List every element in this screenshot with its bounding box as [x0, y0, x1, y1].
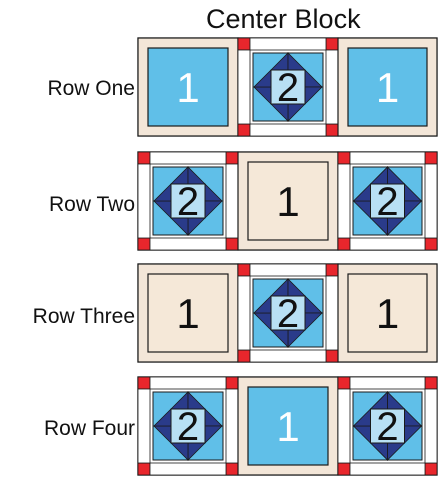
row-1-block-2-sash-left [237, 49, 251, 125]
row-4-block-3-sash-top [349, 376, 426, 390]
row-4-block-1-cornerstone-4 [225, 462, 239, 476]
row-1-block-2-star-center [270, 69, 306, 105]
row-2-block-1-sash-bottom [149, 237, 227, 251]
row-4-block-3-sash-bottom [349, 462, 426, 476]
row-4-block-1-star-center [170, 408, 206, 444]
row-3-block-2-cornerstone-1 [237, 263, 251, 277]
row-2-block-1-sash-left [137, 163, 151, 239]
row-label-4: Row Four [43, 417, 135, 440]
row-2-block-1-sash-top [149, 151, 227, 165]
row-2-block-1-cornerstone-3 [137, 237, 151, 251]
row-3-block-2-cornerstone-3 [237, 349, 251, 363]
row-3-block-2-sash-top [249, 263, 327, 277]
row-1-block-1-number: 1 [176, 64, 199, 111]
row-4-block-3-cornerstone-3 [337, 462, 351, 476]
row-4-block-1-sash-bottom [149, 462, 227, 476]
row-4-block-1-sash-top [149, 376, 227, 390]
row-1-block-2-sash-right [325, 49, 339, 125]
row-2-block-2-center [247, 161, 329, 241]
row-4-block-3-sash-right [424, 388, 438, 464]
row-1-block-2-cornerstone-3 [237, 123, 251, 137]
row-3-block-2-sash-left [237, 275, 251, 351]
row-1-block-3-center [347, 47, 428, 127]
row-2-block-1-star-center [170, 183, 206, 219]
row-2-block-1-number: 2 [177, 180, 199, 224]
row-3-block-2-cornerstone-2 [325, 263, 339, 277]
row-4-block-1-cornerstone-1 [137, 376, 151, 390]
row-4-block-3-cornerstone-4 [424, 462, 438, 476]
row-3-block-1-center [147, 273, 229, 353]
diagram-title: Center Block [206, 4, 361, 34]
row-1-block-2-cornerstone-1 [237, 37, 251, 51]
row-2-block-3-number: 2 [376, 180, 398, 224]
row-2-block-3-sash-top [349, 151, 426, 165]
row-label-3: Row Three [32, 305, 135, 328]
row-4-block-1-sash-left [137, 388, 151, 464]
row-label-2: Row Two [49, 193, 135, 216]
row-label-1: Row One [47, 77, 135, 100]
row-1-block-2-sash-top [249, 37, 327, 51]
row-4-block-3-sash-left [337, 388, 351, 464]
row-4-block-1-cornerstone-3 [137, 462, 151, 476]
row-3-block-3-center [347, 273, 428, 353]
row-2-block-3-cornerstone-4 [424, 237, 438, 251]
row-4-block-2-number: 1 [276, 403, 299, 450]
row-4-block-3-cornerstone-1 [337, 376, 351, 390]
row-2-block-3-star-center [370, 183, 405, 219]
row-2-block-1-sash-right [225, 163, 239, 239]
row-3-block-3-number: 1 [376, 290, 399, 337]
row-4-block-1-sash-right [225, 388, 239, 464]
row-2-block-3-cornerstone-3 [337, 237, 351, 251]
row-1-block-1-center [147, 47, 229, 127]
row-4-block-3-number: 2 [376, 405, 398, 449]
row-1-block-2-cornerstone-4 [325, 123, 339, 137]
row-3-block-2-star-center [270, 295, 306, 331]
row-3-block-2-sash-bottom [249, 349, 327, 363]
row-4-block-2-center [247, 386, 329, 466]
row-2-block-2-number: 1 [276, 178, 299, 225]
row-1-block-3-number: 1 [376, 64, 399, 111]
row-1-block-2-cornerstone-2 [325, 37, 339, 51]
row-2-block-1-cornerstone-1 [137, 151, 151, 165]
row-3-block-1-number: 1 [176, 290, 199, 337]
row-2-block-3-sash-right [424, 163, 438, 239]
row-2-block-3-cornerstone-1 [337, 151, 351, 165]
row-4-block-1-cornerstone-2 [225, 376, 239, 390]
row-3-block-2-sash-right [325, 275, 339, 351]
row-1-block-2-number: 2 [277, 66, 299, 110]
row-4-block-3-star-center [370, 408, 405, 444]
row-2-block-3-sash-left [337, 163, 351, 239]
row-2-block-3-sash-bottom [349, 237, 426, 251]
row-4-block-3-cornerstone-2 [424, 376, 438, 390]
row-3-block-2-number: 2 [277, 292, 299, 336]
row-2-block-3-cornerstone-2 [424, 151, 438, 165]
row-4-block-1-number: 2 [177, 405, 199, 449]
row-1-block-2-sash-bottom [249, 123, 327, 137]
row-2-block-1-cornerstone-4 [225, 237, 239, 251]
row-2-block-1-cornerstone-2 [225, 151, 239, 165]
row-3-block-2-cornerstone-4 [325, 349, 339, 363]
